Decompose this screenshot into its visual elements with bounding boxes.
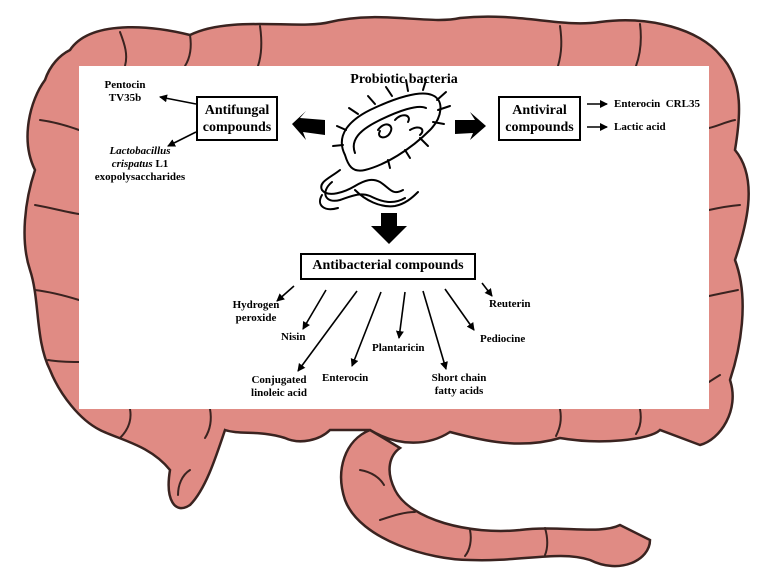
lacto-line2: crispatus L1 [80, 158, 200, 171]
diagram-title: Probiotic bacteria [350, 72, 458, 87]
antiviral-arrows [587, 100, 608, 131]
antiviral-box: Antiviral compounds [498, 96, 581, 141]
block-arrow-right [455, 112, 486, 140]
cla-line2: linoleic acid [251, 387, 307, 399]
pentocin-line2: TV35b [108, 92, 142, 104]
antifungal-box: Antifungal compounds [196, 96, 278, 141]
lactic-acid-label: Lactic acid [614, 121, 666, 133]
bacterium-icon [319, 79, 451, 211]
antifungal-label-line2: compounds [202, 120, 272, 135]
enterocin-crl35-label: Enterocin CRL35 [614, 98, 700, 110]
antiviral-label-line2: compounds [505, 120, 574, 135]
lacto-line2-strain: L1 [152, 158, 169, 170]
hydrogen-peroxide-label: Hydrogen peroxide [226, 299, 286, 325]
antifungal-arrows [159, 94, 197, 147]
lactobacillus-label: Lactobacillus crispatus L1 exopolysaccha… [80, 145, 200, 184]
lacto-line2-species: crispatus [111, 158, 153, 170]
antibacterial-box: Antibacterial compounds [300, 253, 476, 280]
scfa-line1: Short chain [431, 372, 487, 384]
scfa-label: Short chain fatty acids [424, 372, 494, 398]
antibacterial-arrows [276, 282, 493, 372]
lacto-line3: exopolysaccharides [94, 171, 186, 183]
reuterin-label: Reuterin [489, 298, 531, 310]
enterocin-label: Enterocin [322, 372, 369, 384]
hydrogen-peroxide-line1: Hydrogen [232, 299, 280, 311]
pentocin-line1: Pentocin [104, 79, 146, 91]
lacto-line1: Lactobacillus [109, 145, 171, 157]
block-arrow-down [371, 213, 407, 244]
antiviral-label-line1: Antiviral [512, 103, 567, 118]
hydrogen-peroxide-line2: peroxide [235, 312, 277, 324]
nisin-label: Nisin [281, 331, 306, 343]
cla-line1: Conjugated [251, 374, 307, 386]
cla-label: Conjugated linoleic acid [240, 374, 318, 400]
pentocin-label: Pentocin TV35b [92, 79, 158, 105]
pediocine-label: Pediocine [480, 333, 526, 345]
plantaricin-label: Plantaricin [372, 342, 425, 354]
block-arrow-left [292, 111, 325, 140]
scfa-line2: fatty acids [434, 385, 484, 397]
antifungal-label-line1: Antifungal [204, 103, 270, 118]
